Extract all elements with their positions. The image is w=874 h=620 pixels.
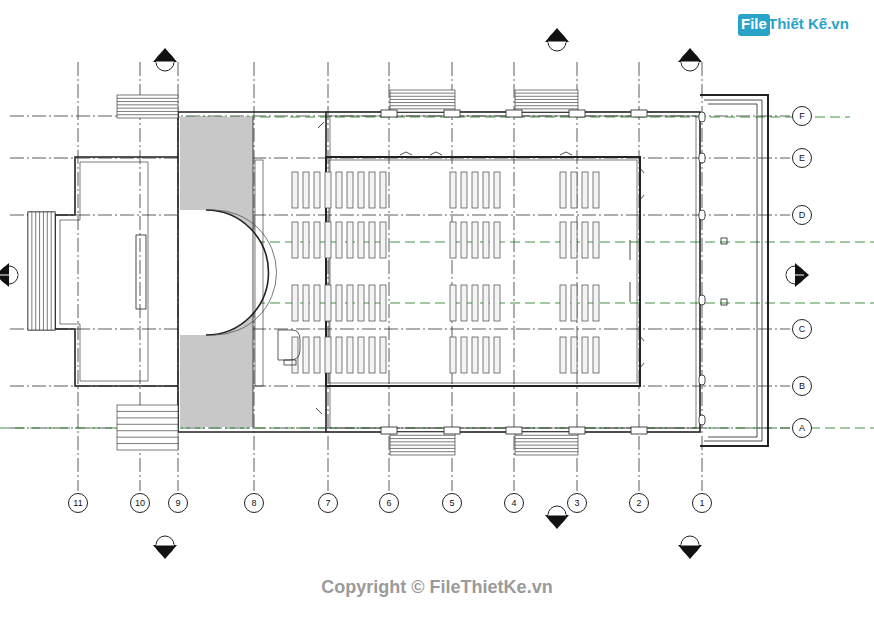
grid-bubble: 9 (168, 493, 188, 513)
grid-label: 2 (636, 499, 641, 508)
logo-text: Thiết Kế.vn (768, 15, 849, 32)
grid-label: C (799, 325, 806, 334)
grid-label: 11 (73, 499, 82, 508)
grid-label: 7 (325, 499, 330, 508)
grid-label: 8 (251, 499, 256, 508)
stairs (28, 90, 578, 455)
grid-bubble: 10 (130, 493, 150, 513)
walls (28, 95, 768, 446)
piano-symbol (278, 330, 300, 365)
logo-text: File (741, 15, 767, 32)
grid-bubble: 11 (68, 493, 88, 513)
logo-box (738, 14, 770, 36)
grey-zones (180, 117, 277, 427)
grid-label: E (799, 154, 805, 163)
grid-label: F (799, 112, 805, 121)
grid-label: 4 (511, 499, 516, 508)
grid-bubble: 6 (379, 493, 399, 513)
columns (381, 110, 705, 434)
grid-label: 5 (449, 499, 454, 508)
grid-bubble: C (792, 319, 812, 339)
grid-label: 1 (699, 499, 704, 508)
grid-bubble: D (792, 205, 812, 225)
grid-lines (10, 62, 790, 491)
grid-bubble: 8 (244, 493, 264, 513)
grid-label: D (799, 211, 806, 220)
section-markers (0, 28, 809, 559)
grid-label: 3 (574, 499, 579, 508)
grid-bubble: 1 (692, 493, 712, 513)
grid-bubble: 4 (504, 493, 524, 513)
grid-bubble: B (792, 376, 812, 396)
pews (292, 172, 599, 373)
grid-bubble: A (792, 418, 812, 438)
grid-bubble: 7 (318, 493, 338, 513)
grid-bubble: F (792, 106, 812, 126)
grid-label: B (799, 382, 805, 391)
grid-label: 6 (386, 499, 391, 508)
grid-bubble: 2 (629, 493, 649, 513)
watermark: Copyright © FileThietKe.vn (321, 577, 552, 598)
grid-label: A (799, 424, 805, 433)
grid-bubble: 5 (442, 493, 462, 513)
door-marks (316, 122, 644, 414)
grid-bubble: E (792, 148, 812, 168)
grid-bubble: 3 (567, 493, 587, 513)
section-lines (0, 117, 874, 428)
grid-label: 10 (135, 499, 145, 508)
grid-label: 9 (175, 499, 180, 508)
